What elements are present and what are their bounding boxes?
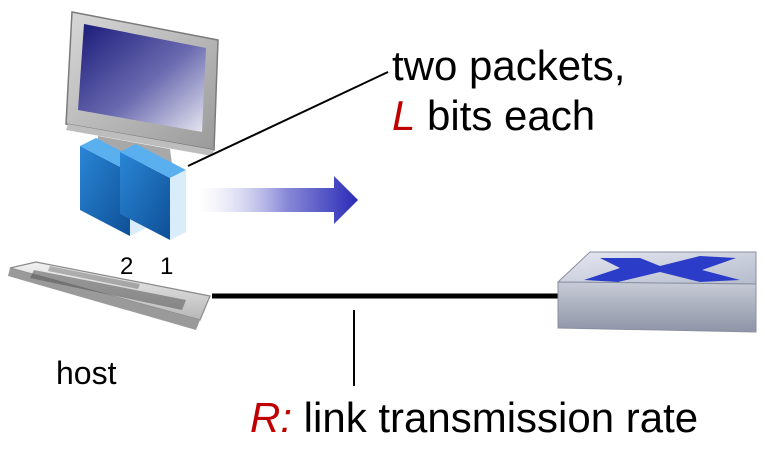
packet-label-2: 2 — [120, 253, 133, 280]
rate-variable: R: — [250, 394, 292, 441]
link-rate-label: R: link transmission rate — [250, 394, 698, 441]
packet-length-variable: L — [392, 92, 415, 139]
callout-line2: L bits each — [392, 92, 595, 139]
keyboard-icon — [8, 261, 211, 330]
host-label: host — [56, 355, 117, 391]
network-switch-icon — [556, 251, 757, 333]
link-rate-rest: link transmission rate — [292, 394, 698, 441]
packet-1 — [120, 144, 186, 240]
callout-line2-rest: bits each — [415, 92, 595, 139]
callout-line — [187, 71, 389, 167]
callout-line1: two packets, — [392, 42, 625, 89]
desktop-computer-icon — [65, 11, 219, 164]
right-arrow-icon — [198, 176, 358, 224]
packet-label-1: 1 — [160, 253, 173, 280]
